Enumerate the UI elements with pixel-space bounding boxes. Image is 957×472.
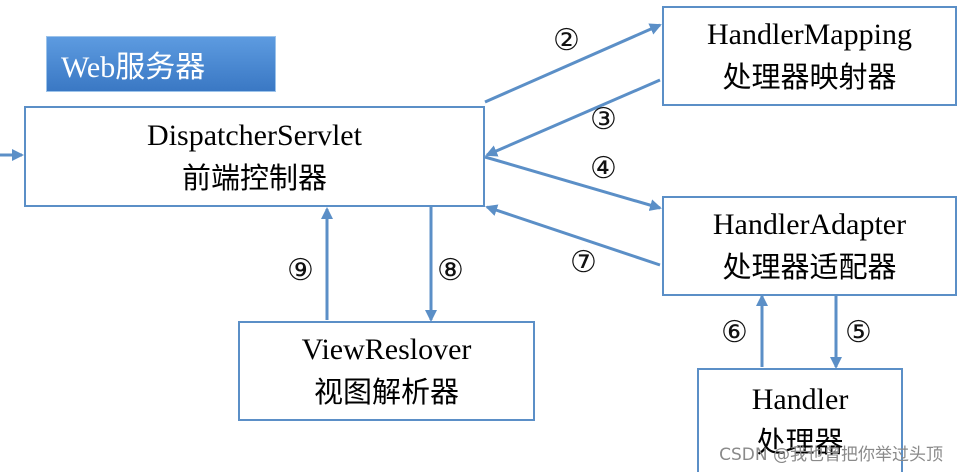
csdn-watermark: CSDN @我也曾把你举过头顶 bbox=[719, 445, 943, 465]
handler-adapter-box: HandlerAdapter 处理器适配器 bbox=[662, 196, 957, 296]
handler-subtitle: 处理器 bbox=[756, 425, 844, 459]
arrow-step-3 bbox=[485, 78, 661, 157]
dispatcher-servlet-subtitle: 前端控制器 bbox=[181, 160, 327, 195]
step-8-label: ⑧ bbox=[437, 253, 464, 288]
view-resolver-title: ViewReslover bbox=[301, 333, 472, 366]
handler-title: Handler bbox=[751, 383, 849, 416]
arrow-step-4 bbox=[484, 155, 662, 211]
step-2-label: ② bbox=[553, 23, 580, 58]
step-5-label: ⑤ bbox=[845, 315, 872, 350]
handler-mapping-subtitle: 处理器映射器 bbox=[722, 60, 897, 94]
step-6-label: ⑥ bbox=[721, 315, 748, 350]
step-9-label: ⑨ bbox=[287, 253, 314, 288]
handler-adapter-subtitle: 处理器适配器 bbox=[722, 250, 897, 284]
handler-mapping-box: HandlerMapping 处理器映射器 bbox=[662, 6, 957, 106]
step-4-label: ④ bbox=[590, 151, 617, 186]
web-server-label: Web服务器 bbox=[46, 36, 276, 92]
step-3-label: ③ bbox=[590, 102, 617, 137]
handler-mapping-title: HandlerMapping bbox=[707, 18, 912, 51]
view-resolver-box: ViewReslover 视图解析器 bbox=[238, 321, 535, 421]
arrow-step-2 bbox=[484, 23, 662, 104]
dispatcher-servlet-box: DispatcherServlet 前端控制器 bbox=[24, 106, 485, 207]
step-7-label: ⑦ bbox=[570, 245, 597, 280]
handler-box: Handler 处理器 bbox=[697, 368, 903, 472]
arrow-step-7 bbox=[485, 204, 661, 267]
dispatcher-servlet-title: DispatcherServlet bbox=[147, 118, 362, 152]
handler-adapter-title: HandlerAdapter bbox=[712, 208, 907, 241]
view-resolver-subtitle: 视图解析器 bbox=[313, 375, 459, 409]
